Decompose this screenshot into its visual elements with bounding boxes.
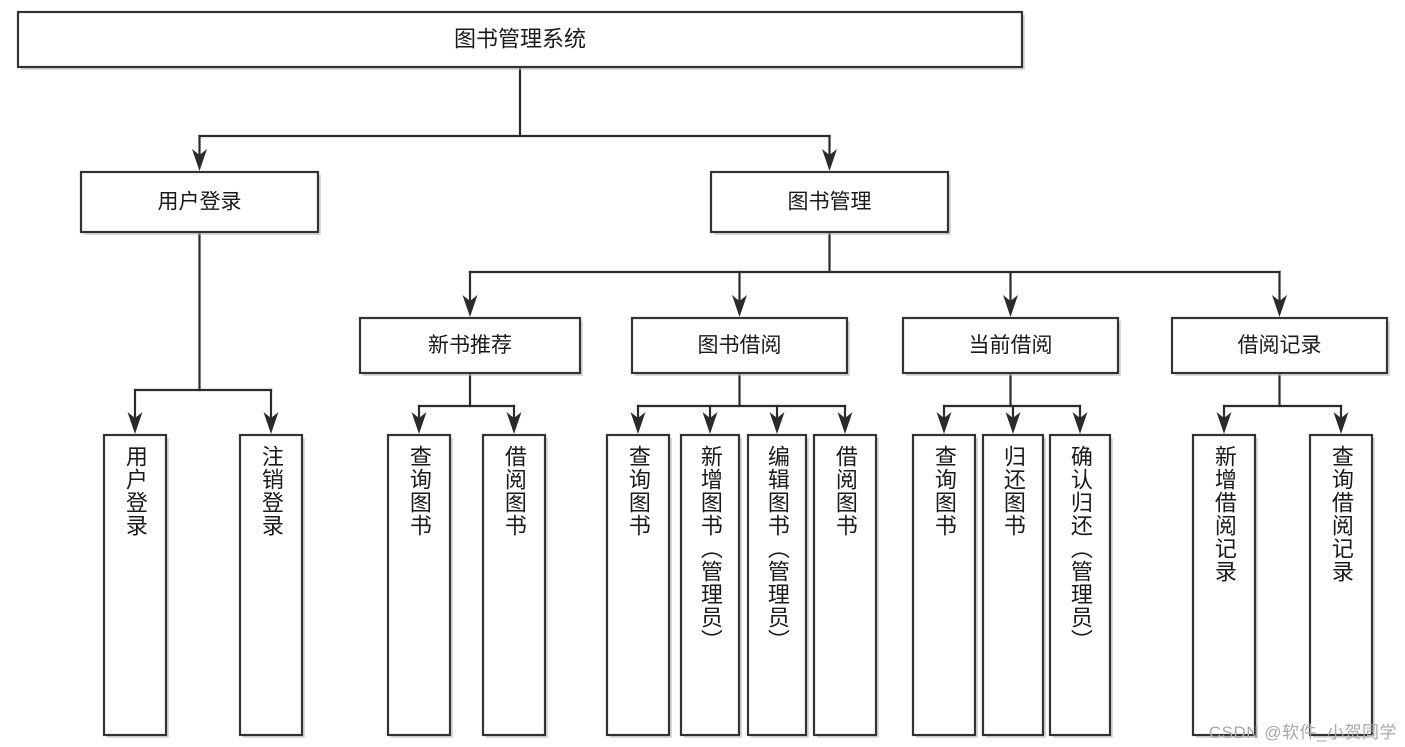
node-box-借阅图书[interactable] [812, 433, 878, 737]
box-layer [16, 10, 1390, 738]
watermark: CSDN @软件_小贺同学 [1208, 723, 1397, 742]
node-label: 图书借阅 [698, 334, 782, 357]
node-label: 用户登录 [158, 191, 242, 214]
arrow-head-icon [936, 412, 952, 434]
node-box-新书推荐[interactable] [358, 316, 582, 375]
arrow-head-icon [127, 412, 143, 434]
node-box-新增借阅记录[interactable] [1191, 433, 1257, 737]
arrow-head-icon [769, 412, 785, 434]
node-box-注销登录[interactable] [238, 433, 304, 737]
node-box-编辑图书管理员[interactable] [746, 433, 808, 737]
node-label: 新书推荐 [428, 334, 512, 357]
node-box-图书管理系统[interactable] [16, 10, 1024, 69]
arrow-head-icon [462, 295, 478, 317]
arrow-head-icon [1216, 412, 1232, 434]
node-label: 图书管理 [788, 191, 872, 214]
node-box-用户登录[interactable] [79, 170, 320, 234]
node-box-图书管理[interactable] [709, 170, 950, 234]
node-box-查询图书[interactable] [386, 433, 452, 737]
node-box-确认归还管理员[interactable] [1048, 433, 1112, 737]
arrow-head-icon [822, 149, 837, 171]
arrow-head-icon [263, 412, 279, 434]
node-box-借阅记录[interactable] [1170, 316, 1389, 375]
arrow-head-icon [411, 412, 427, 434]
arrow-head-icon [506, 412, 522, 434]
arrow-head-icon [630, 412, 646, 434]
node-box-查询图书[interactable] [605, 433, 671, 737]
node-box-用户登录[interactable] [102, 433, 168, 737]
connector-layer [127, 65, 1349, 434]
node-label: 图书管理系统 [454, 26, 586, 51]
arrow-head-icon [732, 295, 747, 317]
arrow-head-icon [1072, 412, 1088, 434]
node-label: 借阅记录 [1238, 334, 1322, 357]
node-box-查询借阅记录[interactable] [1308, 433, 1374, 737]
arrow-head-icon [837, 412, 853, 434]
arrow-head-icon [1333, 412, 1349, 434]
node-box-当前借阅[interactable] [901, 316, 1120, 375]
arrow-head-icon [1003, 295, 1018, 317]
arrow-head-icon [1272, 295, 1287, 317]
node-box-查询图书[interactable] [911, 433, 977, 737]
arrow-head-icon [1005, 412, 1021, 434]
arrow-head-icon [192, 149, 207, 171]
node-label: 当前借阅 [969, 334, 1053, 357]
node-box-图书借阅[interactable] [630, 316, 849, 375]
node-box-新增图书管理员[interactable] [679, 433, 741, 737]
arrow-head-icon [702, 412, 718, 434]
node-box-借阅图书[interactable] [481, 433, 547, 737]
node-box-归还图书[interactable] [981, 433, 1045, 737]
